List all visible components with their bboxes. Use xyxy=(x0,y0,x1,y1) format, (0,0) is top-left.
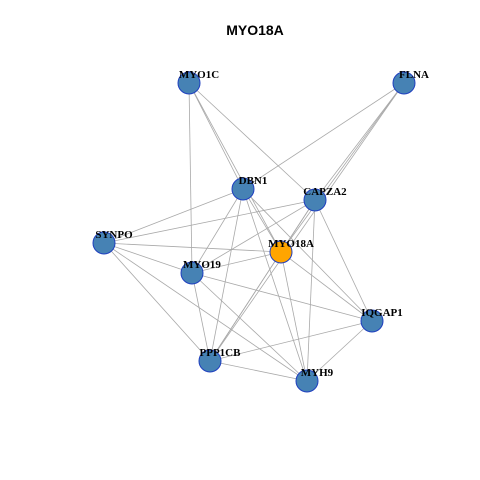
edge-synpo-ppp1cb xyxy=(103,242,211,362)
edge-synpo-myh9 xyxy=(103,242,308,382)
node-label-myo18a: MYO18A xyxy=(268,238,314,250)
edge-myo1c-myo19 xyxy=(188,82,193,274)
node-label-myo19: MYO19 xyxy=(183,259,221,271)
edge-myo18a-iqgap1 xyxy=(280,251,373,322)
edge-ppp1cb-myh9 xyxy=(209,360,308,382)
edge-myo19-iqgap1 xyxy=(191,272,373,322)
node-circle-myo18a[interactable] xyxy=(269,240,293,264)
node-label-synpo: SYNPO xyxy=(95,229,133,241)
node-circle-myh9[interactable] xyxy=(295,369,319,393)
node-synpo[interactable]: SYNPO xyxy=(92,229,133,255)
node-flna[interactable]: FLNA xyxy=(392,69,429,95)
edge-flna-dbn1 xyxy=(242,82,405,190)
edge-dbn1-myo18a xyxy=(242,188,282,253)
edge-iqgap1-myh9 xyxy=(306,320,373,382)
node-label-capza2: CAPZA2 xyxy=(303,186,347,198)
edge-capza2-synpo xyxy=(103,199,316,244)
edge-iqgap1-ppp1cb xyxy=(209,320,373,362)
edge-myo19-ppp1cb xyxy=(191,272,211,362)
node-circle-myo19[interactable] xyxy=(180,261,204,285)
edge-capza2-iqgap1 xyxy=(314,199,373,322)
node-myo19[interactable]: MYO19 xyxy=(180,259,221,285)
edge-dbn1-synpo xyxy=(103,188,244,244)
diagram-title: MYO18A xyxy=(226,22,284,38)
edge-capza2-myo19 xyxy=(191,199,316,274)
edge-synpo-myo18a xyxy=(103,242,282,253)
edge-dbn1-myo19 xyxy=(191,188,244,274)
edge-myo19-myh9 xyxy=(191,272,308,382)
node-circle-dbn1[interactable] xyxy=(231,177,255,201)
node-ppp1cb[interactable]: PPP1CB xyxy=(198,347,242,373)
node-circle-myo1c[interactable] xyxy=(177,71,201,95)
node-dbn1[interactable]: DBN1 xyxy=(231,175,268,201)
node-label-dbn1: DBN1 xyxy=(239,175,268,187)
edge-flna-capza2 xyxy=(314,82,405,201)
node-label-myh9: MYH9 xyxy=(301,367,334,379)
node-myh9[interactable]: MYH9 xyxy=(295,367,334,393)
edge-myo1c-dbn1 xyxy=(188,82,244,190)
node-capza2[interactable]: CAPZA2 xyxy=(303,186,347,212)
node-iqgap1[interactable]: IQGAP1 xyxy=(360,307,403,333)
node-label-flna: FLNA xyxy=(399,69,429,81)
edge-dbn1-ppp1cb xyxy=(209,188,244,362)
edge-myo1c-capza2 xyxy=(188,82,316,201)
node-circle-capza2[interactable] xyxy=(303,188,327,212)
node-label-myo1c: MYO1C xyxy=(179,69,219,81)
edge-flna-ppp1cb xyxy=(209,82,405,362)
node-label-iqgap1: IQGAP1 xyxy=(361,307,403,319)
edge-flna-myo18a xyxy=(280,82,405,253)
node-label-ppp1cb: PPP1CB xyxy=(200,347,242,359)
node-circle-synpo[interactable] xyxy=(92,231,116,255)
node-circle-flna[interactable] xyxy=(392,71,416,95)
node-myo18a[interactable]: MYO18A xyxy=(268,238,314,264)
edge-myo18a-myo19 xyxy=(191,251,282,274)
edge-layer xyxy=(103,82,405,382)
edge-dbn1-myh9 xyxy=(242,188,308,382)
edge-synpo-myo19 xyxy=(103,242,193,274)
edge-dbn1-iqgap1 xyxy=(242,188,373,322)
edge-myo18a-ppp1cb xyxy=(209,251,282,362)
edge-myo18a-myh9 xyxy=(280,251,308,382)
node-circle-iqgap1[interactable] xyxy=(360,309,384,333)
node-circle-ppp1cb[interactable] xyxy=(198,349,222,373)
edge-myo1c-myo18a xyxy=(188,82,282,253)
edge-capza2-myh9 xyxy=(306,199,316,382)
node-myo1c[interactable]: MYO1C xyxy=(177,69,219,95)
